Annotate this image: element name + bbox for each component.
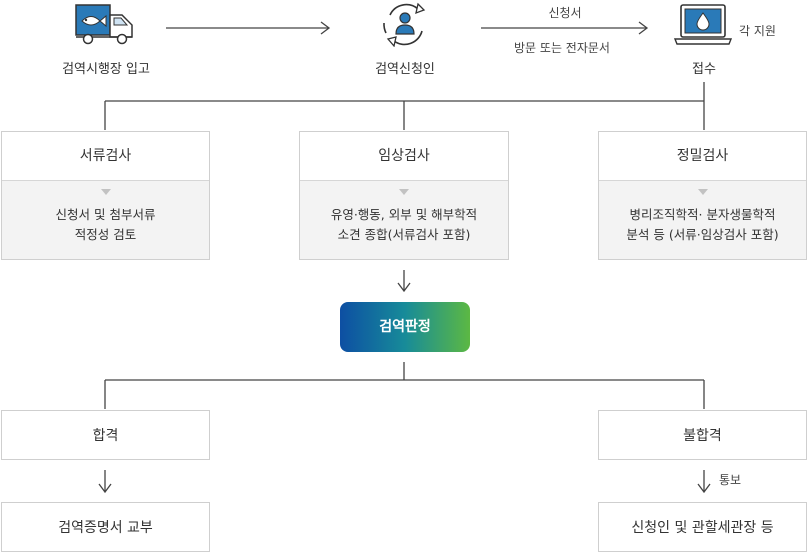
each-branch-note: 각 지원 (739, 24, 776, 38)
monitor-droplet-icon (674, 4, 732, 45)
fail-box: 불합격 (598, 410, 807, 460)
step-reception-label: 접수 (692, 62, 716, 77)
quarantine-decision-badge: 검역판정 (340, 302, 470, 352)
applicant-cycle-icon (383, 2, 426, 47)
detail-line-1: 병리조직학적· 분자생물학적 (629, 207, 776, 222)
arrowhead-to-applicant (320, 21, 331, 35)
visit-or-electronic-label: 방문 또는 전자문서 (514, 41, 610, 55)
arrowhead-to-notification (697, 483, 711, 494)
step-quarantine-arrival-label: 검역시행장 입고 (62, 62, 150, 77)
detailed-inspection-box: 정밀검사 병리조직학적· 분자생물학적 분석 등 (서류·임상검사 포함) (598, 131, 807, 260)
step-applicant-label: 검역신청인 (375, 62, 435, 77)
clinical-inspection-title: 임상검사 (378, 148, 430, 164)
arrowhead-to-reception (638, 21, 649, 35)
application-form-label: 신청서 (548, 6, 582, 20)
clinical-inspection-box: 임상검사 유영·행동, 외부 및 해부학적 소견 종합(서류검사 포함) (299, 131, 509, 260)
applicant-customs-box: 신청인 및 관할세관장 등 (598, 502, 807, 552)
document-inspection-box: 서류검사 신청서 및 첨부서류 적정성 검토 (1, 131, 210, 260)
triangle-down-icon (697, 189, 708, 195)
detailed-inspection-title: 정밀검사 (676, 148, 729, 164)
document-inspection-detail: 신청서 및 첨부서류 적정성 검토 (2, 180, 209, 259)
certificate-issue-box: 검역증명서 교부 (1, 502, 210, 552)
triangle-down-icon (399, 189, 409, 195)
arrowhead-to-certificate (98, 483, 112, 494)
detail-line-1: 유영·행동, 외부 및 해부학적 (330, 207, 478, 222)
arrowhead-to-decision (397, 282, 411, 293)
clinical-inspection-detail: 유영·행동, 외부 및 해부학적 소견 종합(서류검사 포함) (300, 180, 508, 259)
detail-line-2: 소견 종합(서류검사 포함) (337, 227, 471, 242)
detail-line-2: 분석 등 (서류·임상검사 포함) (626, 227, 779, 242)
fish-truck-icon (75, 4, 133, 45)
detail-line-2: 적정성 검토 (74, 227, 137, 242)
document-inspection-title: 서류검사 (79, 148, 132, 164)
detailed-inspection-detail: 병리조직학적· 분자생물학적 분석 등 (서류·임상검사 포함) (599, 180, 806, 259)
detail-line-1: 신청서 및 첨부서류 (55, 207, 156, 222)
notification-label: 통보 (719, 473, 742, 487)
triangle-down-icon (100, 189, 111, 195)
pass-box: 합격 (1, 410, 210, 460)
